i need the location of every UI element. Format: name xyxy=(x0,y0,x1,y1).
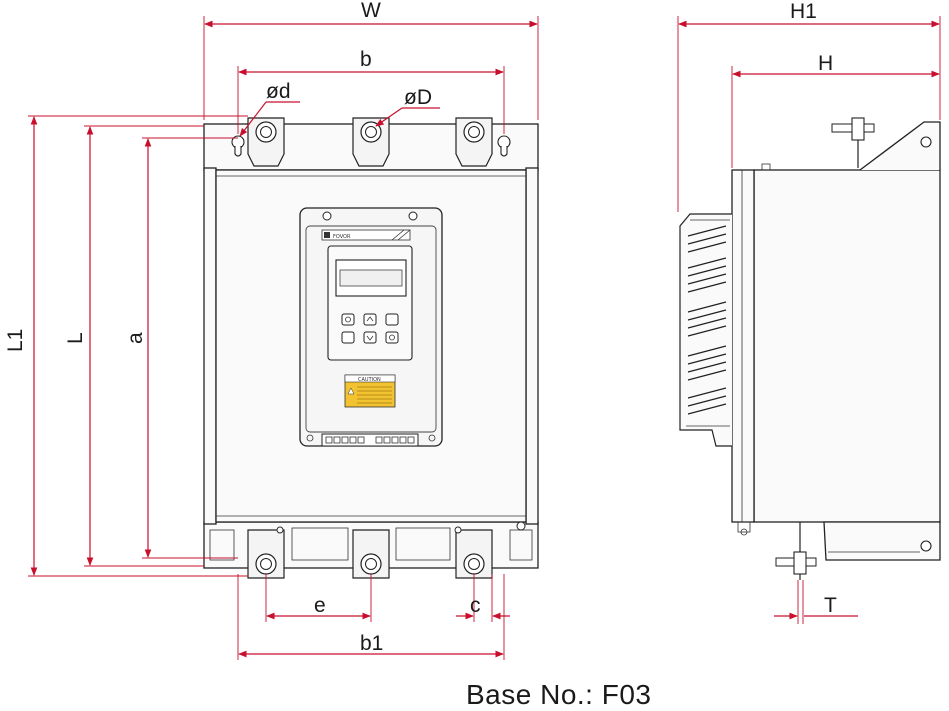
ground-screw-icon xyxy=(516,521,526,531)
mount-hole-icon xyxy=(920,136,932,148)
brand-name: FOVOR xyxy=(333,234,351,240)
side-cover-edge xyxy=(731,169,755,523)
top-mounting-ear xyxy=(859,121,941,171)
dim-label-H1: H1 xyxy=(790,0,817,23)
run-key[interactable] xyxy=(341,331,355,344)
dim-label-e: e xyxy=(314,594,326,617)
bottom-bracket-left xyxy=(209,529,235,561)
front-view: FOVOR CAUTION xyxy=(203,117,539,579)
dim-label-W: W xyxy=(361,0,381,22)
set-key[interactable] xyxy=(385,313,399,326)
side-body xyxy=(753,169,941,523)
side-vent-slots xyxy=(687,225,727,415)
bottom-terminal-center xyxy=(352,529,390,579)
dim-label-d: ød xyxy=(266,80,291,103)
screw-icon xyxy=(322,211,332,221)
dim-label-T: T xyxy=(824,594,837,617)
top-terminal-right xyxy=(455,117,493,167)
dimension-lines-side xyxy=(677,16,941,624)
screw-icon xyxy=(408,211,418,221)
warning-icon xyxy=(347,387,355,395)
down-key[interactable] xyxy=(363,331,377,344)
prog-key[interactable] xyxy=(341,313,355,326)
dim-label-b: b xyxy=(360,48,372,71)
bottom-gap-left xyxy=(291,527,349,561)
bottom-terminal-left xyxy=(247,529,285,579)
keyhole-slot-left xyxy=(231,135,245,157)
right-rail xyxy=(525,167,539,525)
stop-key[interactable] xyxy=(385,331,399,344)
side-view xyxy=(679,117,941,580)
dim-label-H: H xyxy=(818,52,833,75)
keyhole-slot-right xyxy=(497,135,511,157)
dim-label-D: øD xyxy=(404,86,432,109)
dim-label-c: c xyxy=(470,594,481,617)
dim-label-a: a xyxy=(124,332,147,344)
top-terminal-bolt xyxy=(831,117,875,168)
dim-label-b1: b1 xyxy=(360,632,383,655)
top-terminal-center xyxy=(352,117,390,167)
brand-logo-icon xyxy=(324,232,330,238)
up-key[interactable] xyxy=(363,313,377,326)
bottom-gap-right xyxy=(395,527,451,561)
control-terminal-strip xyxy=(321,433,419,447)
caution-label: CAUTION xyxy=(344,374,396,408)
caution-title: CAUTION xyxy=(358,377,381,383)
top-terminal-left xyxy=(247,117,285,167)
bottom-terminal-bolt xyxy=(775,522,817,580)
keypad-keys xyxy=(341,313,399,344)
mount-hole-icon xyxy=(920,540,932,552)
base-number-caption: Base No.: F03 xyxy=(466,679,651,710)
side-keypad-profile xyxy=(679,213,732,447)
dim-label-L1: L1 xyxy=(4,329,27,352)
dimension-lines-front xyxy=(28,16,539,660)
left-rail xyxy=(203,167,217,525)
keypad-module: FOVOR CAUTION xyxy=(299,207,443,447)
brand-strip xyxy=(321,229,411,241)
bottom-terminal-right xyxy=(455,529,493,579)
dim-label-L: L xyxy=(64,332,87,344)
bottom-mounting-ear xyxy=(823,521,941,561)
